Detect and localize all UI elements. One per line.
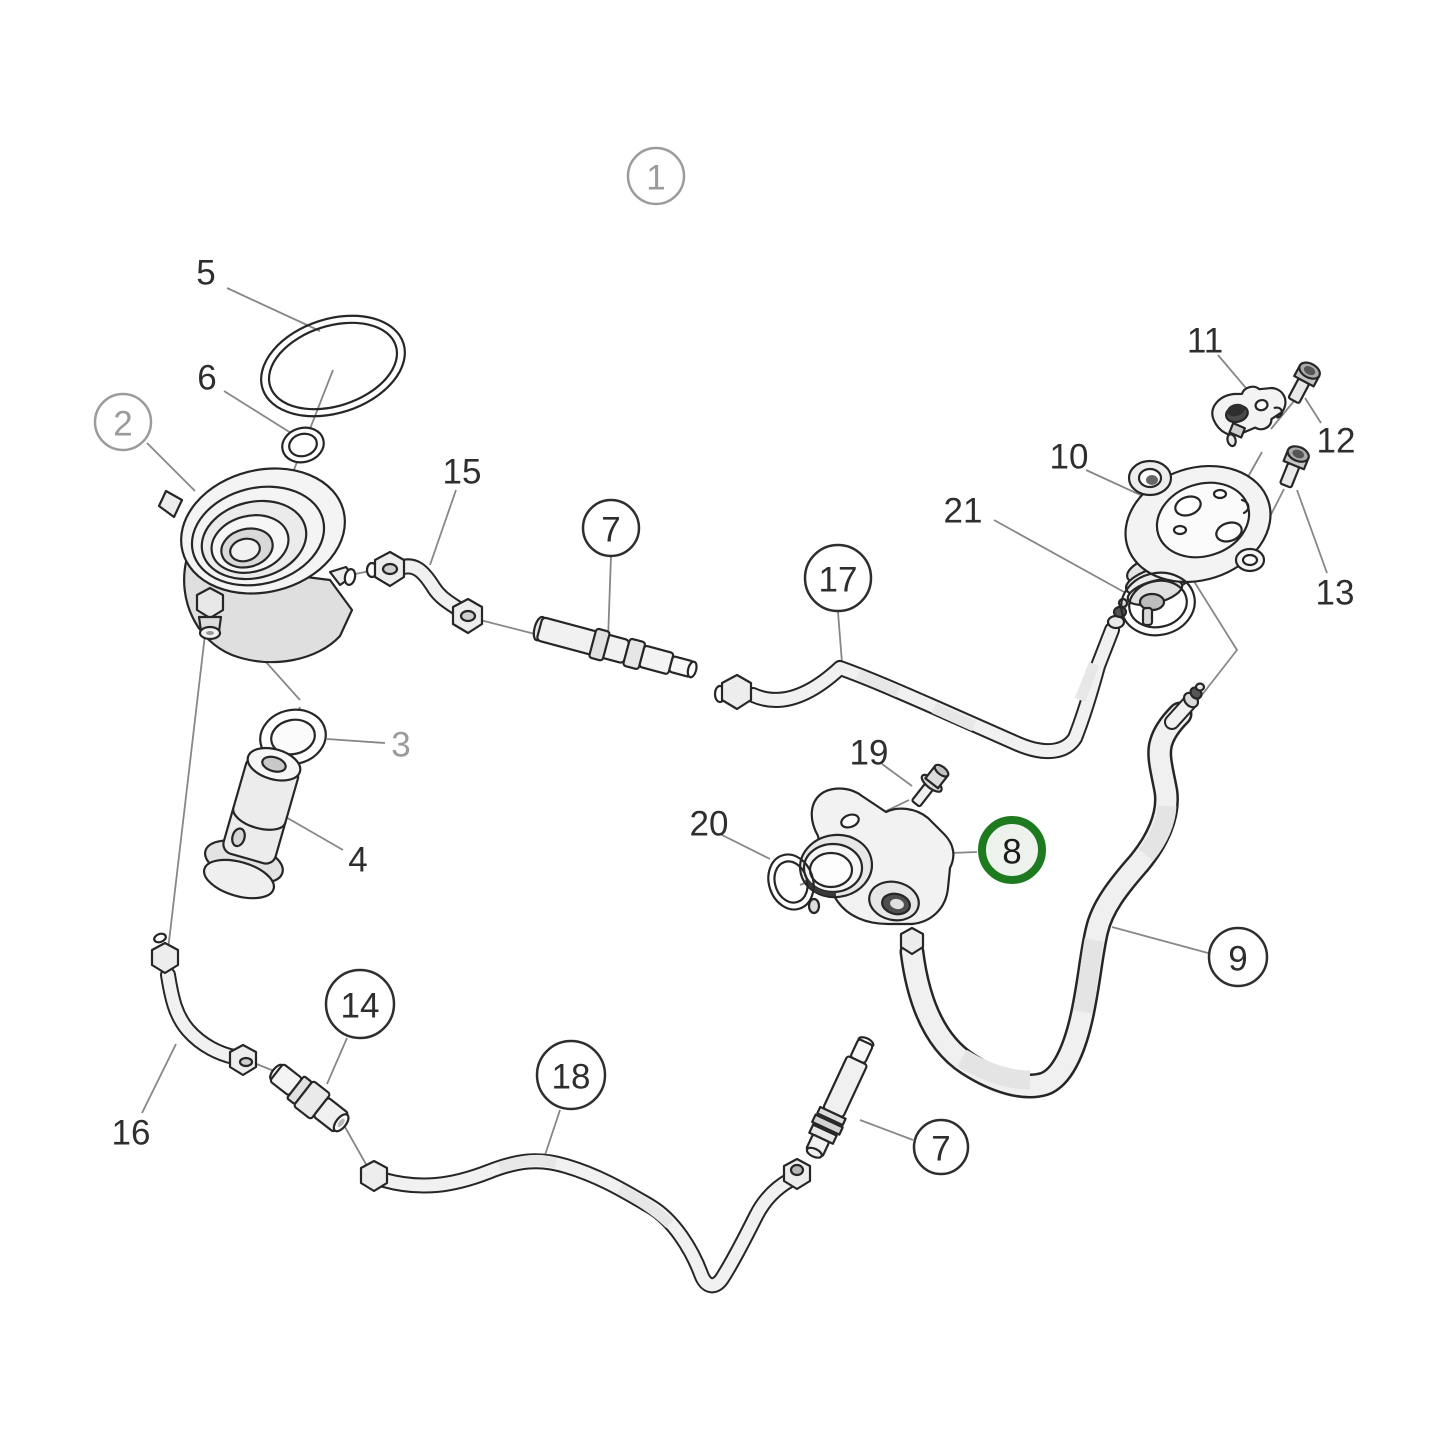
callout-label-6: 6 bbox=[197, 359, 216, 398]
part-16-elbow-pipe bbox=[150, 932, 258, 1077]
callout-12: 12 bbox=[1317, 422, 1356, 461]
part-8-connector-housing bbox=[798, 787, 955, 956]
callout-6: 6 bbox=[197, 359, 216, 398]
callout-21: 21 bbox=[944, 492, 983, 531]
callout-20: 20 bbox=[690, 805, 729, 844]
part-19-bolt bbox=[911, 763, 950, 808]
callout-label-11: 11 bbox=[1187, 322, 1223, 361]
callout-label-5: 5 bbox=[196, 254, 215, 293]
callout-2[interactable]: 2 bbox=[93, 392, 153, 452]
callout-1[interactable]: 1 bbox=[626, 146, 686, 206]
callout-11: 11 bbox=[1187, 322, 1223, 361]
part-13-bolt bbox=[1279, 445, 1310, 489]
callout-label-15: 15 bbox=[443, 453, 482, 492]
callout-label-2: 2 bbox=[113, 405, 132, 444]
callout-label-7a: 7 bbox=[601, 511, 620, 550]
callout-4: 4 bbox=[348, 841, 367, 880]
callout-circle-1[interactable] bbox=[626, 146, 686, 206]
part-14-union-fitting bbox=[269, 1063, 350, 1133]
callout-label-12: 12 bbox=[1317, 422, 1356, 461]
part-5-oring bbox=[260, 314, 406, 418]
callout-label-17: 17 bbox=[819, 561, 858, 600]
part-11-clamp-plate bbox=[1211, 385, 1287, 448]
callout-label-4: 4 bbox=[348, 841, 367, 880]
callout-label-13: 13 bbox=[1316, 574, 1355, 613]
callout-label-16: 16 bbox=[112, 1114, 151, 1153]
callout-label-8: 8 bbox=[1002, 833, 1021, 872]
part-2-oil-cooler bbox=[157, 467, 357, 664]
callout-16: 16 bbox=[112, 1114, 151, 1153]
callout-label-7b: 7 bbox=[931, 1130, 950, 1169]
callout-3: 3 bbox=[391, 726, 410, 765]
callout-18[interactable]: 18 bbox=[535, 1039, 607, 1111]
callout-10: 10 bbox=[1050, 438, 1089, 477]
part-7-fitting-top bbox=[532, 615, 698, 679]
callout-label-19: 19 bbox=[850, 734, 889, 773]
callout-13: 13 bbox=[1316, 574, 1355, 613]
callout-15: 15 bbox=[443, 453, 482, 492]
callout-circle-2[interactable] bbox=[93, 392, 153, 452]
callout-label-9: 9 bbox=[1228, 940, 1247, 979]
part-6-seal-ring bbox=[281, 426, 325, 464]
callout-label-1: 1 bbox=[646, 159, 665, 198]
callout-label-14: 14 bbox=[341, 987, 380, 1026]
callout-label-20: 20 bbox=[690, 805, 729, 844]
part-9-hose bbox=[899, 682, 1206, 1099]
callout-7a[interactable]: 7 bbox=[581, 498, 641, 558]
callout-label-3: 3 bbox=[391, 726, 410, 765]
part-18-pipe bbox=[359, 1153, 812, 1294]
part-4-valve-plug bbox=[202, 746, 302, 900]
callout-9[interactable]: 9 bbox=[1207, 926, 1269, 988]
part-17-pipe bbox=[713, 597, 1129, 760]
part-21-oring bbox=[1120, 571, 1196, 637]
callout-circle-14[interactable] bbox=[324, 968, 396, 1040]
part-12-bolt bbox=[1287, 361, 1321, 404]
part-20-oring bbox=[767, 853, 815, 911]
callout-14[interactable]: 14 bbox=[324, 968, 396, 1040]
callout-circle-7b[interactable] bbox=[912, 1118, 970, 1176]
callout-5: 5 bbox=[196, 254, 215, 293]
callout-circle-17[interactable] bbox=[803, 543, 873, 613]
part-7-fitting-bottom bbox=[805, 1036, 875, 1159]
callout-circle-9[interactable] bbox=[1207, 926, 1269, 988]
callout-label-10: 10 bbox=[1050, 438, 1089, 477]
callout-19: 19 bbox=[850, 734, 889, 773]
part-15-pipe bbox=[365, 550, 484, 635]
callout-circle-7a[interactable] bbox=[581, 498, 641, 558]
callout-label-21: 21 bbox=[944, 492, 983, 531]
callout-label-18: 18 bbox=[552, 1058, 591, 1097]
callout-8-highlighted[interactable]: 8 bbox=[978, 816, 1046, 884]
callout-circle-18[interactable] bbox=[535, 1039, 607, 1111]
callout-7b[interactable]: 7 bbox=[912, 1118, 970, 1176]
callout-circle-8[interactable] bbox=[978, 816, 1046, 884]
callout-17[interactable]: 17 bbox=[803, 543, 873, 613]
